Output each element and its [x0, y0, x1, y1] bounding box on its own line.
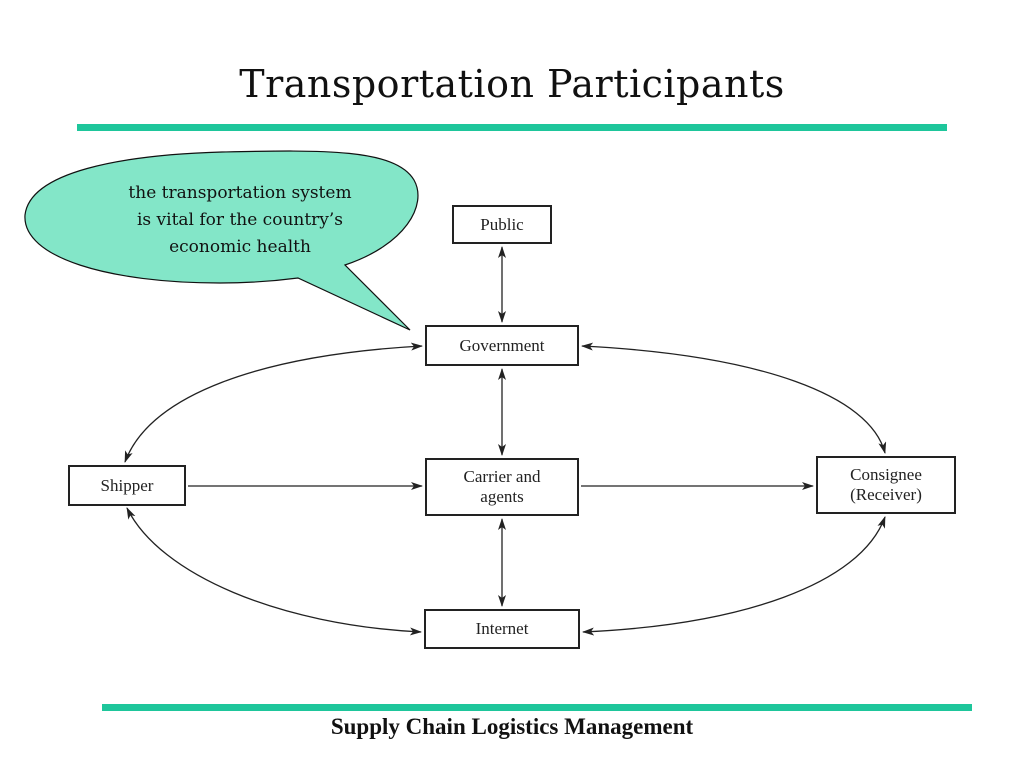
connector-government-shipper — [124, 342, 423, 463]
node-consignee: Consignee (Receiver) — [816, 456, 956, 514]
node-internet: Internet — [424, 609, 580, 649]
callout-text: the transportation system is vital for t… — [70, 180, 410, 261]
footer-divider — [102, 704, 972, 711]
callout-line: the transportation system — [128, 183, 352, 203]
node-public: Public — [452, 205, 552, 244]
node-shipper: Shipper — [68, 465, 186, 506]
node-government: Government — [425, 325, 579, 366]
slide-footer: Supply Chain Logistics Management — [330, 714, 694, 739]
slide-title: Transportation Participants — [239, 62, 785, 106]
title-divider — [77, 124, 947, 131]
callout-bubble — [24, 150, 419, 331]
connector-consignee-internet — [582, 516, 886, 636]
callout-line: economic health — [169, 237, 311, 257]
callout-line: is vital for the country’s — [136, 210, 344, 230]
connector-government-consignee — [581, 342, 887, 454]
connector-shipper-internet — [126, 507, 422, 636]
node-carrier-and-agents: Carrier and agents — [425, 458, 579, 516]
